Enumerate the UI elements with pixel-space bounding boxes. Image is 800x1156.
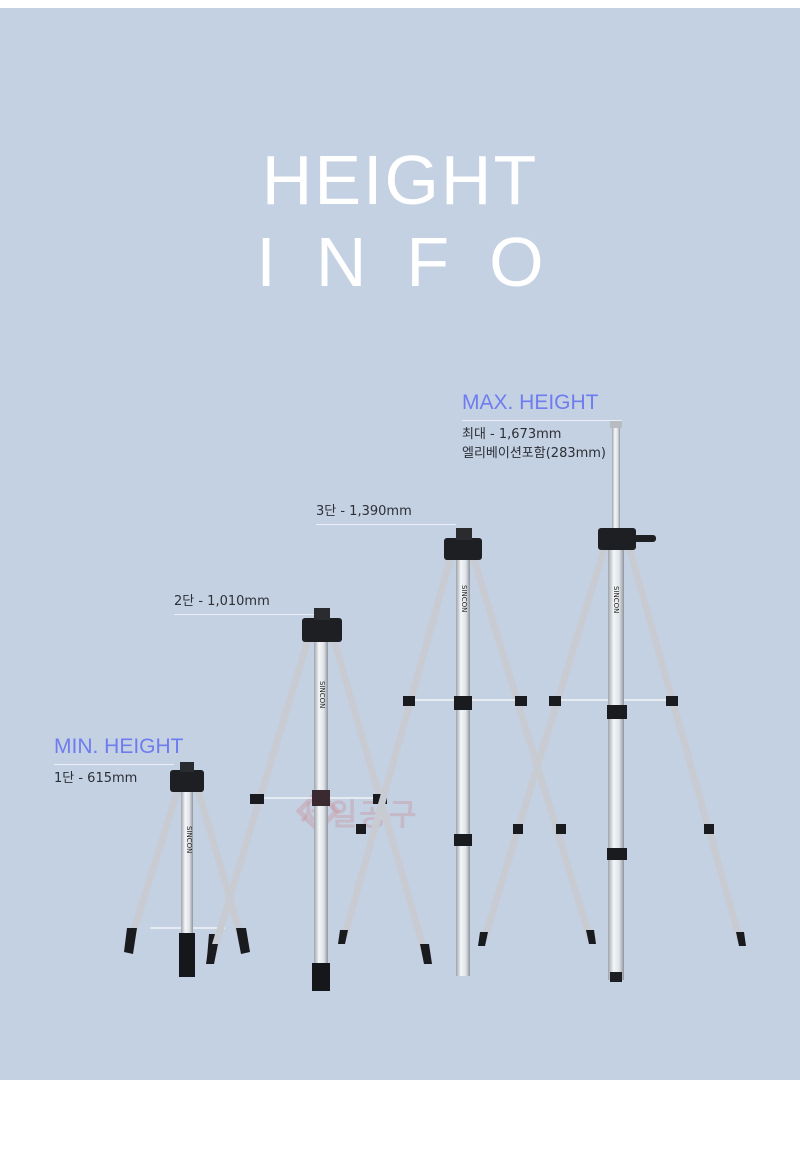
stage2-rule xyxy=(174,614,314,615)
title-info: INFO xyxy=(256,223,584,301)
tripod-illustrations: SINCON SINCON SINCON xyxy=(124,420,746,991)
tripod-3: SINCON xyxy=(338,528,596,976)
stage3-rule xyxy=(316,524,456,525)
max-height-spec-1: 최대 - 1,673mm xyxy=(462,427,562,442)
min-height-spec: 1단 - 615mm xyxy=(54,771,138,786)
min-height-rule xyxy=(54,764,174,765)
tripod-min: SINCON xyxy=(124,762,250,977)
max-height-rule xyxy=(462,420,622,421)
max-height-spec-2: 엘리베이션포함(283mm) xyxy=(462,446,607,461)
stage3-spec: 3단 - 1,390mm xyxy=(316,504,412,519)
max-height-heading: MAX. HEIGHT xyxy=(462,391,599,414)
min-height-heading: MIN. HEIGHT xyxy=(54,735,184,758)
brand-label-2: SINCON xyxy=(318,681,326,708)
title-height: HEIGHT xyxy=(261,141,539,219)
stage2-spec: 2단 - 1,010mm xyxy=(174,594,270,609)
brand-label-3: SINCON xyxy=(460,585,468,612)
brand-label-1: SINCON xyxy=(185,826,193,853)
background-panel xyxy=(0,8,800,1080)
tripod-max: SINCON xyxy=(478,420,746,982)
brand-label-4: SINCON xyxy=(612,586,620,613)
